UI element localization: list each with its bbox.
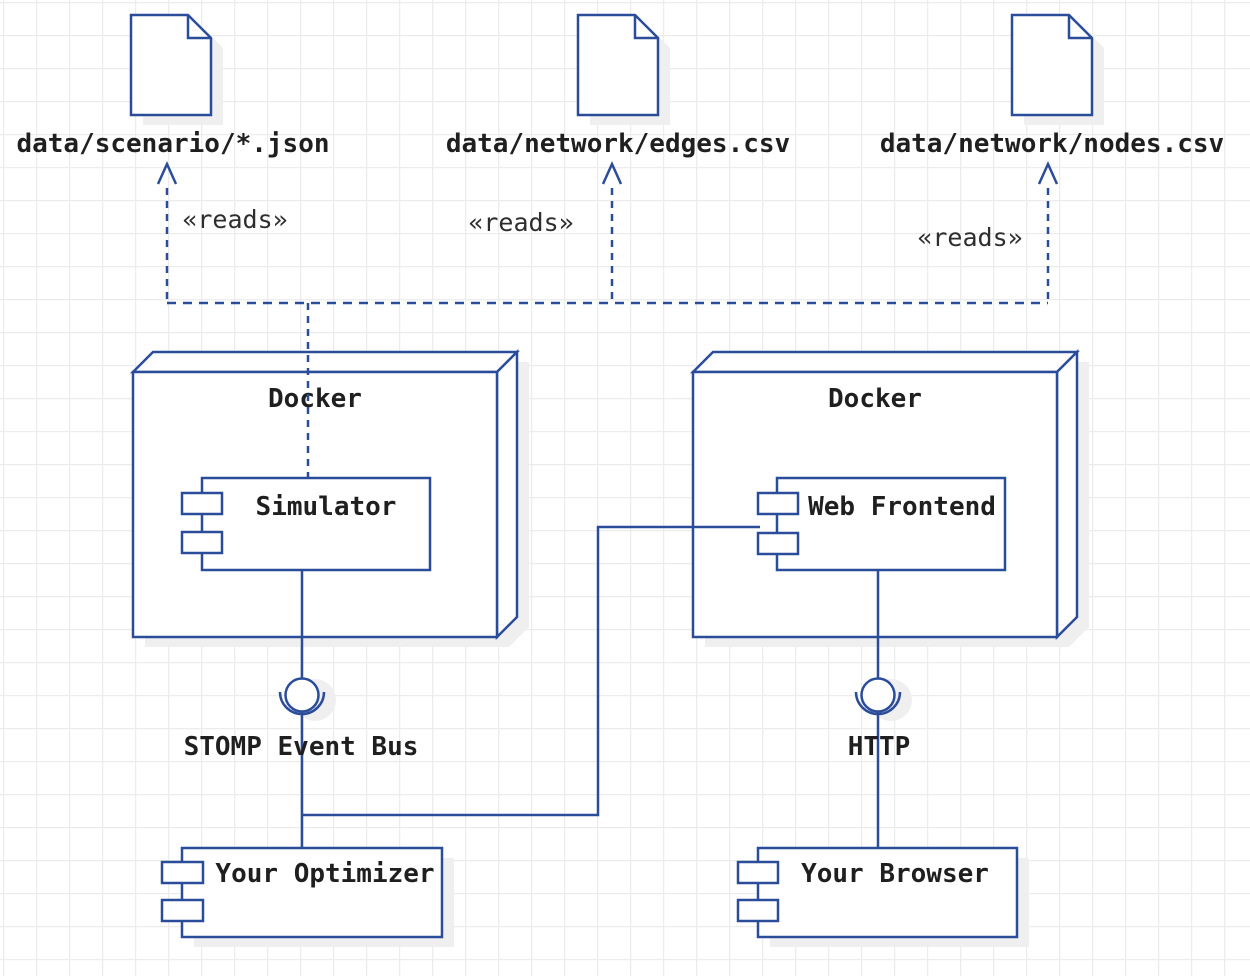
component-port-icon [756,531,800,556]
component-label: Web Frontend [808,492,996,522]
docker-top-face [689,350,1081,374]
file-fold-icon [633,15,658,40]
interface-label: STOMP Event Bus [184,732,419,762]
interface-label: HTTP [848,732,911,762]
file-label: data/network/edges.csv [446,129,790,159]
arrow-head-icon [1037,160,1059,185]
component-port-icon [160,898,205,923]
connectors [300,525,880,848]
component-body [775,476,1007,572]
docker-right-face [1055,348,1079,641]
reads-label: «reads» [468,208,573,237]
component-label: Your Optimizer [215,859,434,889]
interface-socket-icon [278,691,326,716]
file-fold-icon [1067,15,1092,40]
arrow-head-icon [156,160,178,185]
docker-right-face [495,348,519,641]
component-port-icon [736,898,780,923]
stomp-interface: STOMP Event Bus [184,677,419,762]
component-port-icon [756,491,800,516]
reads-label: «reads» [917,223,1022,252]
component-your-optimizer: Your Optimizer [160,846,444,939]
reads-dependencies: «reads» «reads» «reads» [156,160,1059,478]
component-port-icon [180,491,224,516]
http-interface: HTTP [848,677,911,762]
reads-label: «reads» [182,205,287,234]
arrow-head-icon [601,160,623,185]
component-body [200,476,432,572]
component-port-icon [160,860,205,885]
file-scenario-json: data/scenario/*.json [16,13,330,159]
component-simulator: Simulator [180,476,432,572]
file-label: data/scenario/*.json [16,129,329,159]
component-body [180,846,444,939]
file-icon [576,13,660,117]
component-web-frontend: Web Frontend [756,476,1007,572]
file-fold-icon [186,15,211,40]
file-label: data/network/nodes.csv [880,129,1224,159]
component-your-browser: Your Browser [736,846,1019,939]
docker-top-face [129,350,521,374]
component-port-icon [180,530,224,555]
component-label: Your Browser [801,859,989,889]
file-nodes-csv: data/network/nodes.csv [880,13,1224,159]
file-icon [129,13,213,117]
interface-ball-icon [284,677,320,713]
interface-socket-icon [854,691,902,716]
docker-node-label: Docker [268,384,362,414]
file-icon [1010,13,1094,117]
component-body [756,846,1019,939]
docker-node-label: Docker [828,384,922,414]
component-label: Simulator [256,492,397,522]
interface-ball-icon [860,677,896,713]
connector-stomp-webfrontend [302,525,760,817]
file-edges-csv: data/network/edges.csv [446,13,790,159]
component-port-icon [736,860,780,885]
